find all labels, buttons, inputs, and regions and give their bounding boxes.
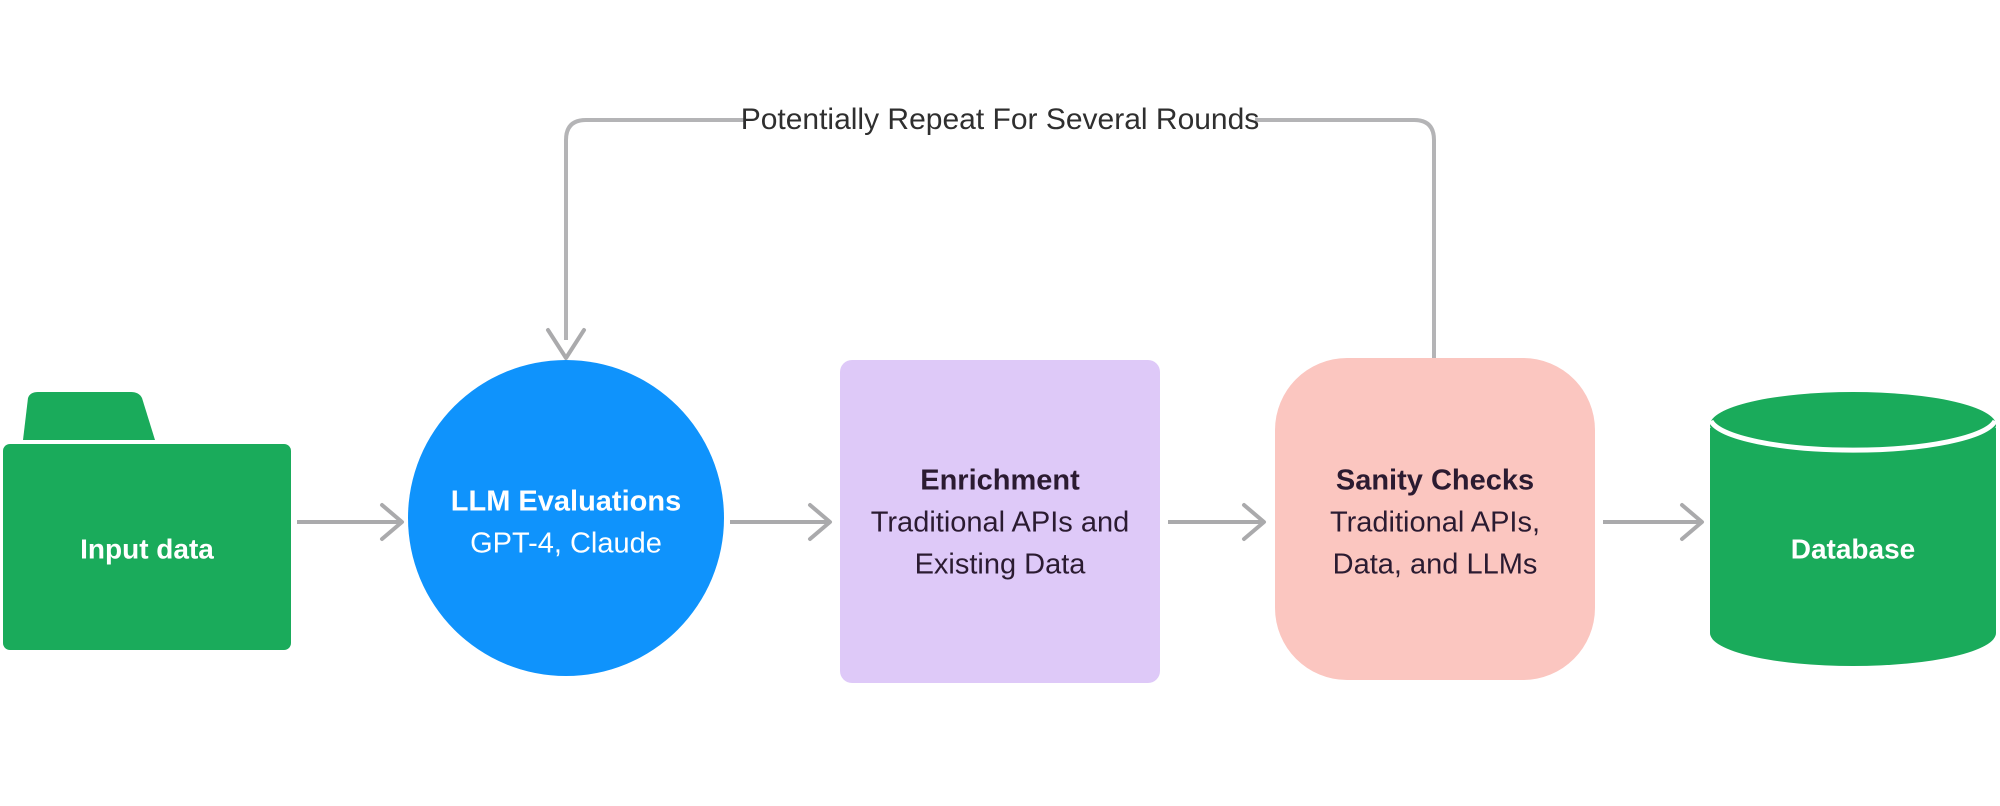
node-input-data[interactable]: Input data <box>3 392 291 650</box>
database-cylinder-body-icon <box>1710 428 1996 666</box>
connector-enrichment-to-sanity[interactable] <box>1168 503 1266 541</box>
node-sanity-checks-subtitle-line1: Traditional APIs, <box>1330 507 1540 539</box>
node-database-title: Database <box>1791 533 1916 564</box>
enrichment-to-sanity-arrowhead <box>1242 503 1266 541</box>
connector-input-to-llm[interactable] <box>297 503 404 541</box>
node-sanity-checks-title: Sanity Checks <box>1336 465 1534 497</box>
node-enrichment[interactable]: Enrichment Traditional APIs and Existing… <box>840 360 1160 683</box>
node-enrichment-subtitle-line1: Traditional APIs and <box>871 507 1129 539</box>
database-cylinder-rim-icon <box>1708 419 1998 453</box>
connector-llm-to-enrichment[interactable] <box>730 503 832 541</box>
node-input-data-title: Input data <box>80 533 214 564</box>
node-llm-evaluations[interactable]: LLM Evaluations GPT-4, Claude <box>408 360 724 676</box>
connector-sanity-to-database[interactable] <box>1603 503 1704 541</box>
feedback-loop-path-left <box>564 118 1000 340</box>
feedback-loop-path <box>1255 118 1436 360</box>
database-cylinder-top-icon <box>1710 392 1996 458</box>
sanity-checks-rect <box>1275 358 1595 680</box>
loop-label-backdrop <box>745 100 1255 142</box>
folder-tab-icon <box>23 392 155 440</box>
node-sanity-checks[interactable]: Sanity Checks Traditional APIs, Data, an… <box>1275 358 1595 680</box>
node-enrichment-subtitle-line2: Existing Data <box>915 549 1087 581</box>
feedback-loop-label: Potentially Repeat For Several Rounds <box>741 103 1260 136</box>
input-to-llm-arrowhead <box>380 503 404 541</box>
node-database[interactable]: Database <box>1708 392 1998 666</box>
folder-body-icon <box>3 444 291 650</box>
node-llm-evaluations-title: LLM Evaluations <box>451 486 681 518</box>
sanity-to-database-arrowhead <box>1680 503 1704 541</box>
connector-feedback-loop[interactable] <box>546 118 1436 360</box>
feedback-loop-arrowhead <box>546 328 586 360</box>
enrichment-rect <box>840 360 1160 683</box>
llm-evaluations-circle <box>408 360 724 676</box>
node-sanity-checks-subtitle-line2: Data, and LLMs <box>1333 549 1538 581</box>
node-enrichment-title: Enrichment <box>920 465 1080 497</box>
llm-to-enrichment-arrowhead <box>808 503 832 541</box>
node-llm-evaluations-subtitle: GPT-4, Claude <box>470 528 662 560</box>
